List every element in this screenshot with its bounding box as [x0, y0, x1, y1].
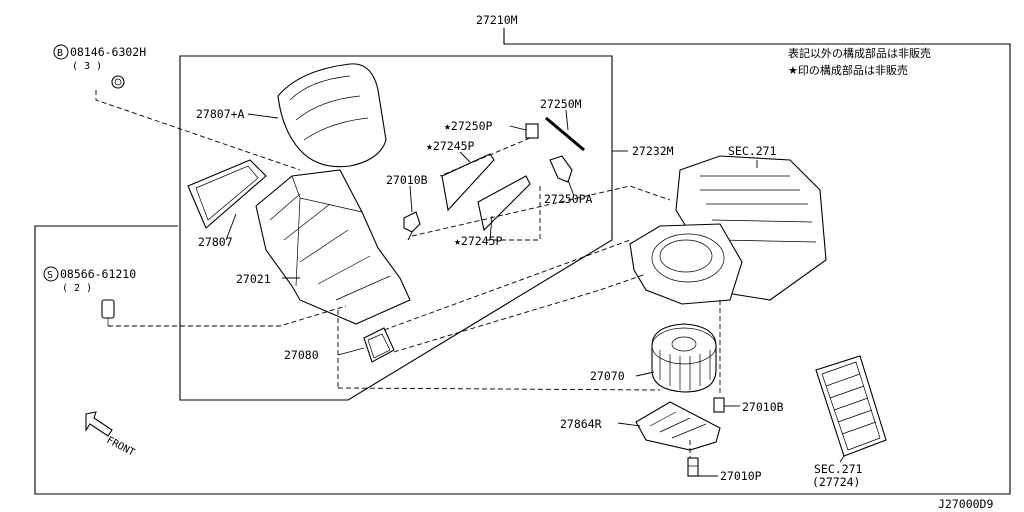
- gasket-part: [187, 159, 267, 229]
- label-clip: 27010B: [386, 173, 428, 187]
- lever-pa-part: [549, 155, 573, 183]
- filter-part: [815, 355, 887, 457]
- rod-part: [545, 116, 585, 152]
- label-clip-blower: 27010B: [742, 400, 784, 414]
- label-blower-motor: 27070: [590, 369, 625, 383]
- case-part: [629, 155, 827, 305]
- label-screw-s-qty: ( 2 ): [62, 283, 92, 294]
- leader-lever-pa: [567, 179, 575, 197]
- label-bolt-b-qty: ( 3 ): [72, 61, 102, 72]
- label-bolt-b: 08146-6302H: [70, 45, 146, 59]
- label-screw-s: 08566-61210: [60, 267, 136, 281]
- screw-s-part: [101, 299, 115, 326]
- leader-filter: [839, 455, 845, 463]
- dash-door: [486, 186, 541, 241]
- note-line-1: 表記以外の構成部品は非販売: [788, 46, 931, 60]
- heater-unit-part: [255, 169, 411, 325]
- clip-blower-part: [713, 397, 725, 413]
- leader-rod: [565, 109, 569, 131]
- dash-actuator: [393, 273, 647, 353]
- blower-motor-part: [651, 323, 717, 393]
- outer-frame: [34, 28, 1011, 495]
- clip-p-part: [687, 457, 699, 477]
- label-gasket: 27807: [198, 235, 233, 249]
- duct-part: [277, 63, 387, 168]
- label-case: 27232M: [632, 144, 674, 158]
- lever-part: [525, 123, 539, 139]
- label-door-1: ★27245P: [426, 139, 475, 153]
- svg-text:S: S: [47, 270, 53, 281]
- leader-clip: [409, 185, 413, 213]
- leader-lever: [509, 125, 527, 131]
- diagram-id: J27000D9: [938, 497, 993, 511]
- dash-screw: [108, 305, 347, 327]
- leader-resistor: [617, 422, 641, 427]
- dash-clip: [411, 185, 671, 237]
- resistor-part: [635, 401, 721, 451]
- label-lever-pa: 27250PA: [544, 192, 593, 206]
- label-assembly: 27210M: [476, 13, 518, 27]
- dash-lever: [439, 137, 531, 177]
- label-motor-actuator: 27080: [284, 348, 319, 362]
- label-door-2: ★27245P: [454, 234, 503, 248]
- screw-s-symbol-icon: S: [43, 266, 59, 282]
- dash-vertical: [689, 300, 721, 458]
- bolt-b-part: [111, 75, 125, 89]
- clip-part: [403, 211, 421, 241]
- note-line-2: ★印の構成部品は非販売: [788, 63, 908, 77]
- bolt-b-symbol-icon: B: [53, 44, 69, 60]
- label-clip-p: 27010P: [720, 469, 762, 483]
- label-resistor: 27864R: [560, 417, 602, 431]
- label-rod: 27250M: [540, 97, 582, 111]
- label-lever-p: ★27250P: [444, 119, 493, 133]
- inner-frame: [179, 55, 613, 401]
- label-duct: 27807+A: [196, 107, 245, 121]
- svg-text:B: B: [57, 48, 63, 59]
- label-filter-part: (27724): [812, 475, 860, 489]
- leader-gasket: [225, 213, 237, 241]
- leader-blower: [635, 371, 655, 377]
- actuator-part: [363, 327, 395, 363]
- dash-bolt: [95, 90, 301, 171]
- front-label: FRONT: [105, 435, 137, 459]
- dash-blower: [337, 387, 661, 391]
- label-sec-top: SEC.271: [728, 144, 777, 158]
- label-sec-filter: SEC.271: [814, 462, 863, 476]
- front-arrow-icon: [85, 411, 113, 437]
- leader-door-1: [459, 151, 471, 163]
- leader-door-2: [489, 215, 493, 241]
- label-heater-unit: 27021: [236, 272, 271, 286]
- dash-main: [337, 239, 631, 388]
- door-part-2: [477, 175, 531, 232]
- leader-actuator: [337, 347, 365, 356]
- leader-duct: [247, 113, 279, 119]
